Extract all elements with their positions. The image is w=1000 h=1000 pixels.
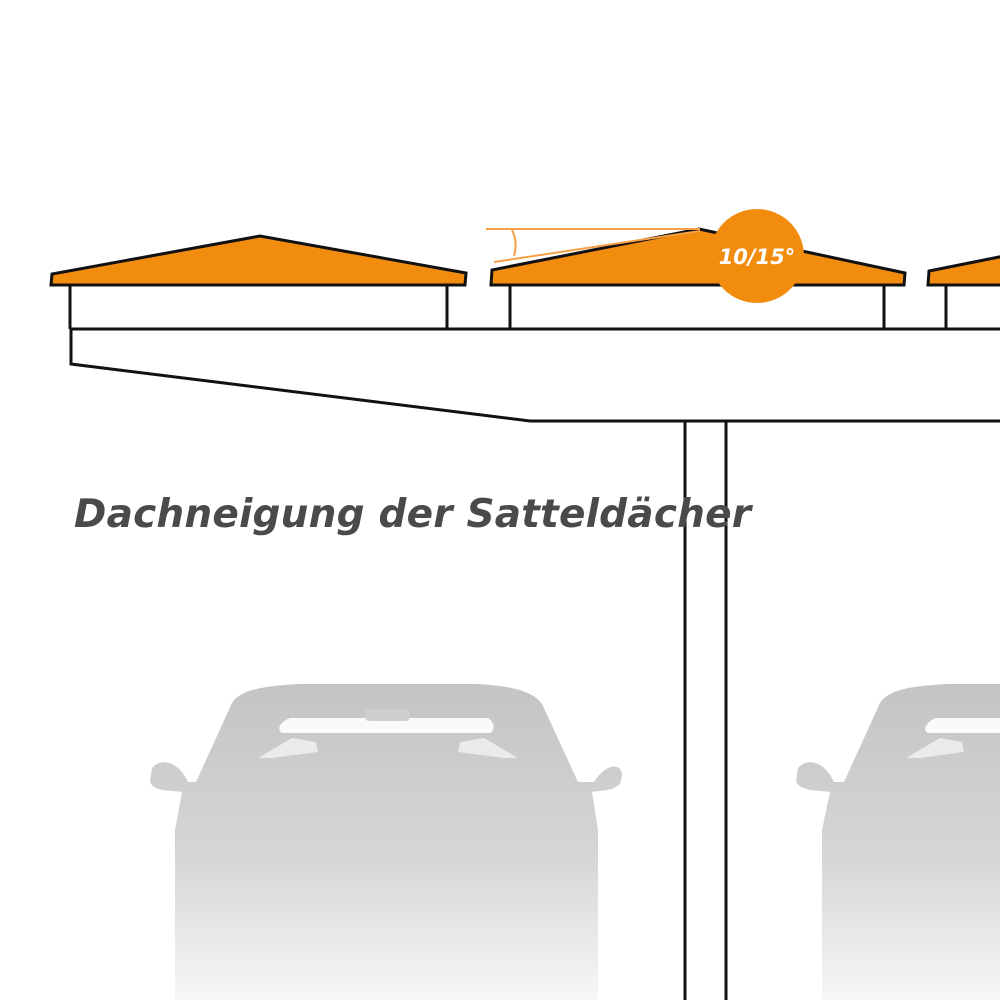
diagram-caption: Dachneigung der Satteldächer [74,492,752,537]
car-silhouette-left [150,684,622,1000]
carport-structure [68,284,1000,1000]
gable-roof-1 [49,234,468,287]
support-post [683,419,728,1000]
cantilever-beam [69,327,1000,423]
gable-roof-3 [926,255,1000,287]
skylight-frame-2 [508,284,886,329]
car-silhouette-right [796,684,1000,1000]
roof-pitch-label: 10/15° [719,245,796,269]
badge-circle [710,209,804,303]
pitch-angle-indicator [486,228,701,263]
gable-roof-2 [489,227,907,287]
slope-line [493,230,701,263]
skylight-frame-1 [68,284,449,329]
roof-pitch-badge: 10/15° [710,209,804,303]
angle-arc-icon [511,229,517,257]
